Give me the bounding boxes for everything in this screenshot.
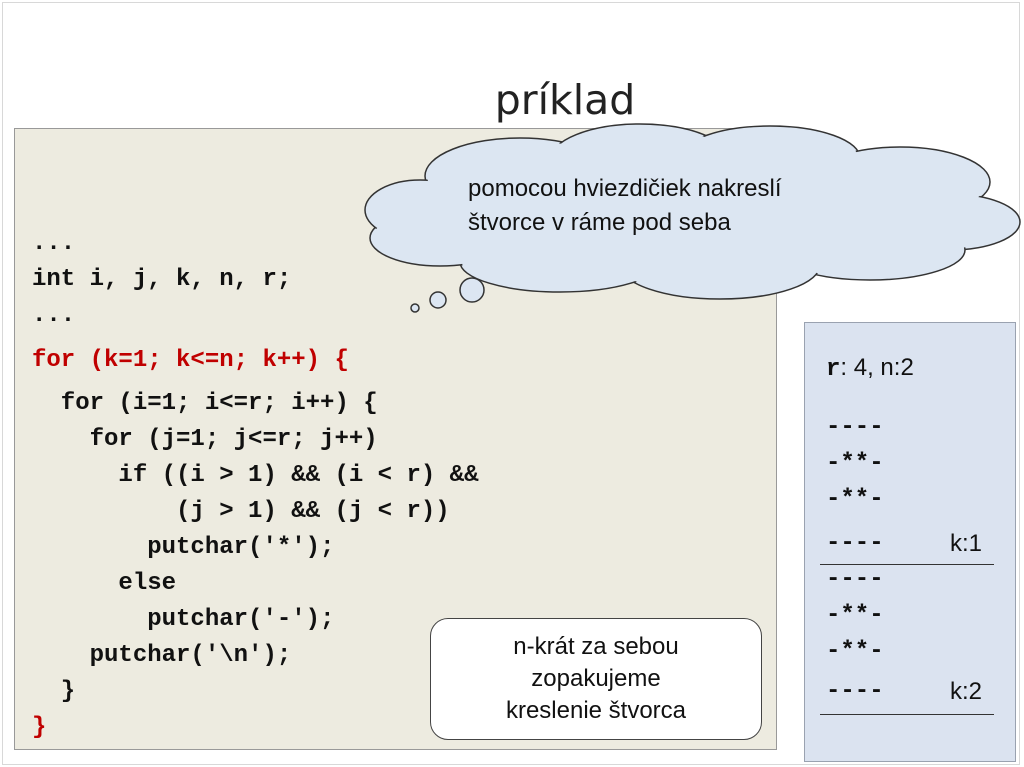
output-line: -**- xyxy=(826,602,884,629)
callout-line: kreslenie štvorca xyxy=(505,697,687,724)
code-line: for (i=1; i<=r; i++) { xyxy=(32,390,378,417)
code-line: } xyxy=(32,678,76,705)
code-for-outer: for (k=1; k<=n; k++) { xyxy=(32,343,349,379)
code-line: else xyxy=(32,570,177,597)
output-params: r: 4, n:2 xyxy=(826,354,914,383)
code-line: (j > 1) && (j < r)) xyxy=(32,498,450,525)
code-body: for (i=1; i<=r; i++) { for (j=1; j<=r; j… xyxy=(32,386,478,746)
code-line-highlight: for (k=1; k<=n; k++) { xyxy=(32,347,349,374)
code-line-highlight: } xyxy=(32,714,47,741)
separator-line xyxy=(820,564,994,565)
cloud-line: pomocou hviezdičiek nakreslí xyxy=(468,175,782,202)
output-line: -**- xyxy=(826,486,884,513)
output-line: ---- xyxy=(826,530,884,557)
param-rest: : 4, n:2 xyxy=(840,354,914,381)
output-line: -**- xyxy=(826,450,884,477)
code-line: for (j=1; j<=r; j++) xyxy=(32,426,378,453)
code-line: putchar('*'); xyxy=(32,534,335,561)
output-panel xyxy=(804,322,1016,762)
separator-line xyxy=(820,714,994,715)
callout-box: n-krát za sebou zopakujeme kreslenie štv… xyxy=(430,618,762,740)
output-line: ---- xyxy=(826,678,884,705)
cloud-line: štvorce v ráme pod seba xyxy=(468,209,731,236)
code-line: ... xyxy=(32,302,76,329)
k1-label: k:1 xyxy=(950,530,983,557)
code-line: putchar('-'); xyxy=(32,606,335,633)
code-header: ... int i, j, k, n, r; ... xyxy=(32,226,291,334)
slide-title: príklad xyxy=(494,76,636,124)
code-line: if ((i > 1) && (i < r) && xyxy=(32,462,479,489)
code-line: ... xyxy=(32,230,76,257)
code-line: putchar('\n'); xyxy=(32,642,292,669)
output-line: ---- xyxy=(826,566,884,593)
k2-label: k:2 xyxy=(950,678,983,705)
callout-line: n-krát za sebou xyxy=(513,633,679,660)
thought-cloud-text: pomocou hviezdičiek nakreslí štvorce v r… xyxy=(468,172,782,240)
code-line: int i, j, k, n, r; xyxy=(32,266,292,293)
callout-line: zopakujeme xyxy=(531,665,661,692)
output-line: -**- xyxy=(826,638,884,665)
param-r: r xyxy=(826,356,841,383)
output-line: ---- xyxy=(826,414,884,441)
